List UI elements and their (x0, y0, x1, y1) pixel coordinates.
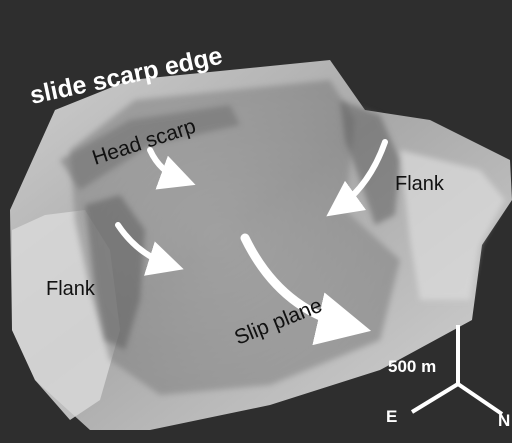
axis-n-label: N (498, 411, 510, 430)
scale-label: 500 m (388, 357, 436, 376)
label-flank-right: Flank (395, 173, 445, 195)
label-flank-left: Flank (46, 278, 96, 300)
axis-e-label: E (386, 407, 397, 426)
